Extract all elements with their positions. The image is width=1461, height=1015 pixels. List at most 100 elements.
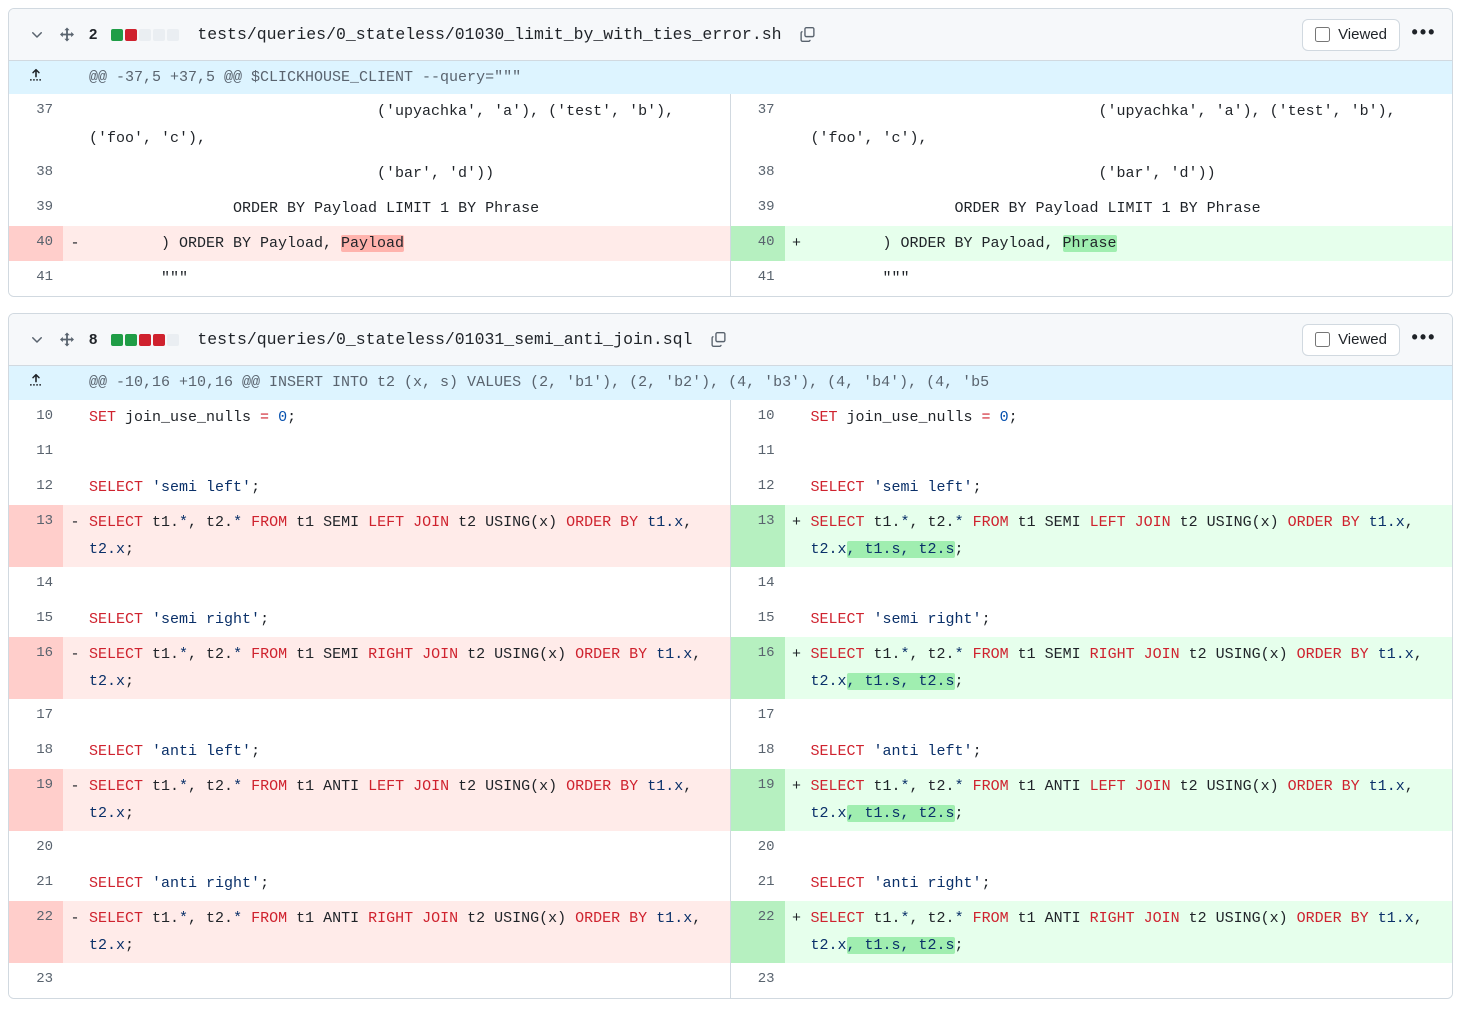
line-number-right[interactable]: 16 [730, 636, 785, 699]
code-cell-left[interactable] [87, 566, 731, 602]
viewed-checkbox[interactable] [1315, 332, 1331, 348]
line-number-right[interactable]: 23 [730, 962, 785, 998]
code-cell-left[interactable]: SELECT t1.*, t2.* FROM t1 SEMI LEFT JOIN… [87, 504, 731, 567]
code-cell-left[interactable]: SELECT t1.*, t2.* FROM t1 ANTI RIGHT JOI… [87, 900, 731, 963]
line-number-right[interactable]: 37 [730, 94, 785, 157]
code-cell-right[interactable]: ('bar', 'd')) [808, 156, 1452, 192]
code-cell-right[interactable]: SELECT 'anti right'; [808, 865, 1452, 901]
line-number-left[interactable]: 39 [9, 191, 63, 227]
line-number-left[interactable]: 21 [9, 865, 63, 901]
line-number-right[interactable]: 20 [730, 830, 785, 866]
file-path[interactable]: tests/queries/0_stateless/01030_limit_by… [197, 25, 782, 44]
code-cell-left[interactable]: SELECT 'anti left'; [87, 733, 731, 769]
line-number-left[interactable]: 41 [9, 261, 63, 297]
code-cell-left[interactable]: ) ORDER BY Payload, Payload [87, 226, 731, 262]
expand-up-icon[interactable] [9, 366, 63, 400]
code-cell-right[interactable]: ) ORDER BY Payload, Phrase [808, 226, 1452, 262]
line-number-right[interactable]: 22 [730, 900, 785, 963]
code-cell-left[interactable] [87, 434, 731, 470]
code-cell-right[interactable]: ('upyachka', 'a'), ('test', 'b'), ('foo'… [808, 94, 1452, 157]
line-number-right[interactable]: 41 [730, 261, 785, 297]
code-cell-left[interactable]: SELECT 'anti right'; [87, 865, 731, 901]
viewed-checkbox[interactable] [1315, 27, 1331, 42]
line-number-right[interactable]: 14 [730, 566, 785, 602]
code-cell-right[interactable]: SELECT t1.*, t2.* FROM t1 SEMI LEFT JOIN… [808, 504, 1452, 567]
file-options-menu-icon[interactable]: ••• [1411, 21, 1437, 42]
line-number-right[interactable]: 39 [730, 191, 785, 227]
copy-icon[interactable] [798, 25, 818, 45]
line-number-right[interactable]: 12 [730, 469, 785, 505]
code-cell-right[interactable] [808, 698, 1452, 734]
line-number-left[interactable]: 40 [9, 226, 63, 262]
line-number-right[interactable]: 21 [730, 865, 785, 901]
move-arrows-icon[interactable] [57, 330, 77, 350]
line-number-right[interactable]: 19 [730, 768, 785, 831]
code-cell-right[interactable]: """ [808, 261, 1452, 297]
code-cell-left[interactable]: SELECT 'semi left'; [87, 469, 731, 505]
line-number-left[interactable]: 23 [9, 962, 63, 998]
diff-marker-right [784, 698, 809, 734]
line-number-right[interactable]: 18 [730, 733, 785, 769]
code-cell-right[interactable]: SELECT t1.*, t2.* FROM t1 ANTI RIGHT JOI… [808, 900, 1452, 963]
line-number-left[interactable]: 37 [9, 94, 63, 157]
diff-marker-right [784, 434, 809, 470]
file-path[interactable]: tests/queries/0_stateless/01031_semi_ant… [197, 330, 693, 350]
code-cell-right[interactable] [808, 434, 1452, 470]
chevron-down-icon[interactable] [27, 25, 47, 45]
line-number-left[interactable]: 10 [9, 399, 63, 435]
copy-icon[interactable] [708, 330, 728, 350]
line-number-left[interactable]: 16 [9, 636, 63, 699]
code-cell-right[interactable]: SELECT 'anti left'; [808, 733, 1452, 769]
code-cell-right[interactable]: SELECT t1.*, t2.* FROM t1 ANTI LEFT JOIN… [808, 768, 1452, 831]
line-number-right[interactable]: 40 [730, 226, 785, 262]
chevron-down-icon[interactable] [27, 330, 47, 350]
code-cell-right[interactable]: SELECT t1.*, t2.* FROM t1 SEMI RIGHT JOI… [808, 636, 1452, 699]
diff-marker-left: - [63, 504, 87, 567]
code-cell-left[interactable]: SELECT t1.*, t2.* FROM t1 SEMI RIGHT JOI… [87, 636, 731, 699]
code-cell-left[interactable]: SET join_use_nulls = 0; [87, 399, 731, 435]
code-cell-left[interactable]: ('upyachka', 'a'), ('test', 'b'), ('foo'… [87, 94, 731, 157]
diff-marker-left [63, 469, 87, 505]
viewed-toggle[interactable]: Viewed [1302, 18, 1400, 51]
line-number-right[interactable]: 38 [730, 156, 785, 192]
code-cell-right[interactable] [808, 566, 1452, 602]
expand-up-icon[interactable] [9, 61, 63, 95]
code-cell-left[interactable]: ORDER BY Payload LIMIT 1 BY Phrase [87, 191, 731, 227]
file-options-menu-icon[interactable]: ••• [1411, 326, 1437, 347]
code-cell-left[interactable] [87, 962, 731, 998]
code-cell-right[interactable]: ORDER BY Payload LIMIT 1 BY Phrase [808, 191, 1452, 227]
line-number-left[interactable]: 19 [9, 768, 63, 831]
table-row: 17 17 [9, 698, 1452, 734]
move-arrows-icon[interactable] [57, 25, 77, 45]
code-cell-left[interactable]: SELECT t1.*, t2.* FROM t1 ANTI LEFT JOIN… [87, 768, 731, 831]
code-cell-left[interactable]: ('bar', 'd')) [87, 156, 731, 192]
line-number-left[interactable]: 12 [9, 469, 63, 505]
line-number-left[interactable]: 17 [9, 698, 63, 734]
code-cell-left[interactable]: """ [87, 261, 731, 297]
line-number-left[interactable]: 22 [9, 900, 63, 963]
code-cell-right[interactable] [808, 962, 1452, 998]
code-cell-right[interactable]: SELECT 'semi left'; [808, 469, 1452, 505]
code-cell-left[interactable]: SELECT 'semi right'; [87, 601, 731, 637]
diffstat-block [167, 28, 180, 41]
code-cell-left[interactable] [87, 830, 731, 866]
line-number-right[interactable]: 13 [730, 504, 785, 567]
line-number-left[interactable]: 20 [9, 830, 63, 866]
diff-marker-left [63, 434, 87, 470]
code-cell-left[interactable] [87, 698, 731, 734]
line-number-right[interactable]: 10 [730, 399, 785, 435]
line-number-left[interactable]: 11 [9, 434, 63, 470]
line-number-right[interactable]: 17 [730, 698, 785, 734]
line-number-left[interactable]: 38 [9, 156, 63, 192]
line-number-left[interactable]: 13 [9, 504, 63, 567]
line-number-right[interactable]: 15 [730, 601, 785, 637]
code-cell-right[interactable] [808, 830, 1452, 866]
code-cell-right[interactable]: SELECT 'semi right'; [808, 601, 1452, 637]
line-number-left[interactable]: 14 [9, 566, 63, 602]
code-cell-right[interactable]: SET join_use_nulls = 0; [808, 399, 1452, 435]
line-number-left[interactable]: 15 [9, 601, 63, 637]
line-number-right[interactable]: 11 [730, 434, 785, 470]
viewed-toggle[interactable]: Viewed [1302, 323, 1400, 356]
line-number-left[interactable]: 18 [9, 733, 63, 769]
